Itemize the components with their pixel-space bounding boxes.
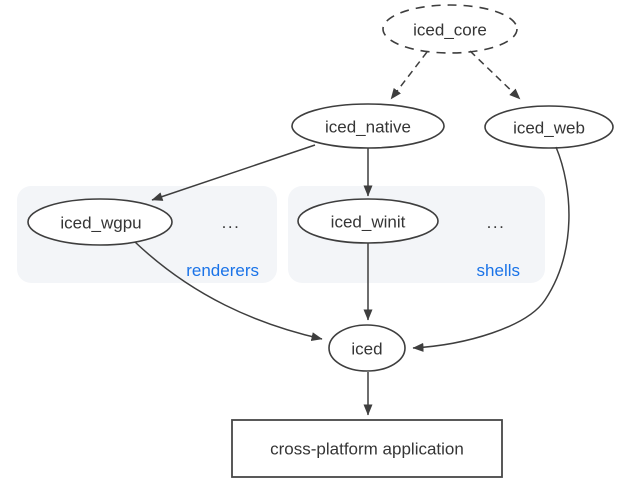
- node-iced-web: iced_web: [484, 105, 614, 149]
- group-shells-label: shells: [477, 261, 520, 280]
- node-iced-native: iced_native: [291, 103, 445, 149]
- node-iced-winit: iced_winit: [297, 198, 439, 244]
- edge-iced-core-to-iced-web: [469, 50, 521, 100]
- node-application-label: cross-platform application: [270, 440, 464, 459]
- edge-iced-web-to-iced: [412, 146, 570, 352]
- node-iced-web-shape: [484, 105, 614, 149]
- edges: [134, 50, 570, 416]
- group-renderers-label: renderers: [186, 261, 259, 280]
- node-iced-core-shape: [382, 4, 518, 54]
- node-iced-wgpu-label: iced_wgpu: [60, 214, 141, 233]
- node-iced-winit-label: iced_winit: [331, 213, 406, 232]
- node-iced-label: iced: [351, 340, 382, 359]
- group-renderers-ellipsis: ...: [222, 213, 241, 232]
- node-iced-core-label: iced_core: [413, 21, 487, 40]
- edge-iced-wgpu-to-iced: [134, 241, 323, 342]
- group-shells-ellipsis: ...: [487, 213, 506, 232]
- node-application: cross-platform application: [231, 419, 503, 478]
- node-iced-wgpu-shape: [27, 198, 173, 246]
- node-iced: iced: [328, 324, 406, 372]
- edge-iced-core-to-iced-native: [390, 51, 428, 100]
- node-application-shape: [231, 419, 503, 478]
- node-iced-native-label: iced_native: [325, 118, 411, 137]
- node-iced-core: iced_core: [382, 4, 518, 54]
- edge-iced-native-to-iced-wgpu: [151, 144, 316, 201]
- node-iced-wgpu: iced_wgpu: [27, 198, 173, 246]
- node-iced-shape: [328, 324, 406, 372]
- node-iced-web-label: iced_web: [513, 119, 585, 138]
